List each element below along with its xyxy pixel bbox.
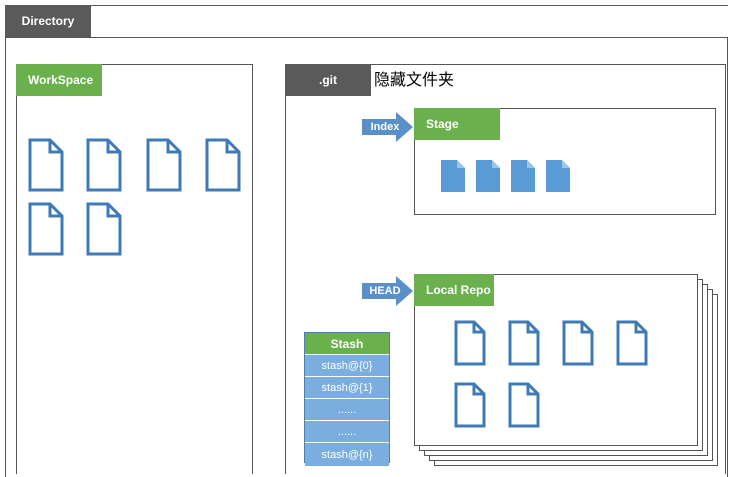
hidden-folder-note: 隐藏文件夹 [374,70,455,89]
git-tab: .git [285,64,371,96]
file-outline-icon [508,320,540,366]
file-outline-icon [86,202,122,256]
file-outline-icon [508,382,540,428]
index-label: Index [370,121,400,133]
file-outline-icon [205,138,241,192]
stash-table: Stash stash@{0} stash@{1} ...... ...... … [304,332,390,466]
stage-files [441,160,570,192]
file-outline-icon [28,138,64,192]
stash-entry: stash@{1} [305,377,389,399]
file-outline-icon [454,320,486,366]
file-filled-icon [441,160,465,192]
right-arrow-icon [362,112,413,142]
file-outline-icon [146,138,182,192]
file-outline-icon [86,138,122,192]
file-filled-icon [511,160,535,192]
directory-tab: Directory [5,5,91,37]
stash-entry: stash@{0} [305,355,389,377]
file-outline-icon [454,382,486,428]
repo-files [454,320,648,428]
index-arrow [362,112,413,142]
head-label: HEAD [369,285,401,297]
head-arrow [362,276,413,306]
stash-header: Stash [305,333,389,355]
local-repo-tab: Local Repo [414,274,494,306]
file-filled-icon [476,160,500,192]
right-arrow-icon [362,276,413,306]
stash-entry: stash@{n} [305,443,389,466]
file-outline-icon [28,202,64,256]
file-outline-icon [616,320,648,366]
file-outline-icon [562,320,594,366]
stage-tab: Stage [414,108,500,140]
file-filled-icon [546,160,570,192]
directory-top-line [5,5,728,6]
directory-frame [5,37,728,477]
stash-entry: ...... [305,421,389,443]
workspace-files [28,138,241,256]
workspace-box [16,64,253,474]
stash-entry: ...... [305,399,389,421]
workspace-tab: WorkSpace [16,64,102,96]
